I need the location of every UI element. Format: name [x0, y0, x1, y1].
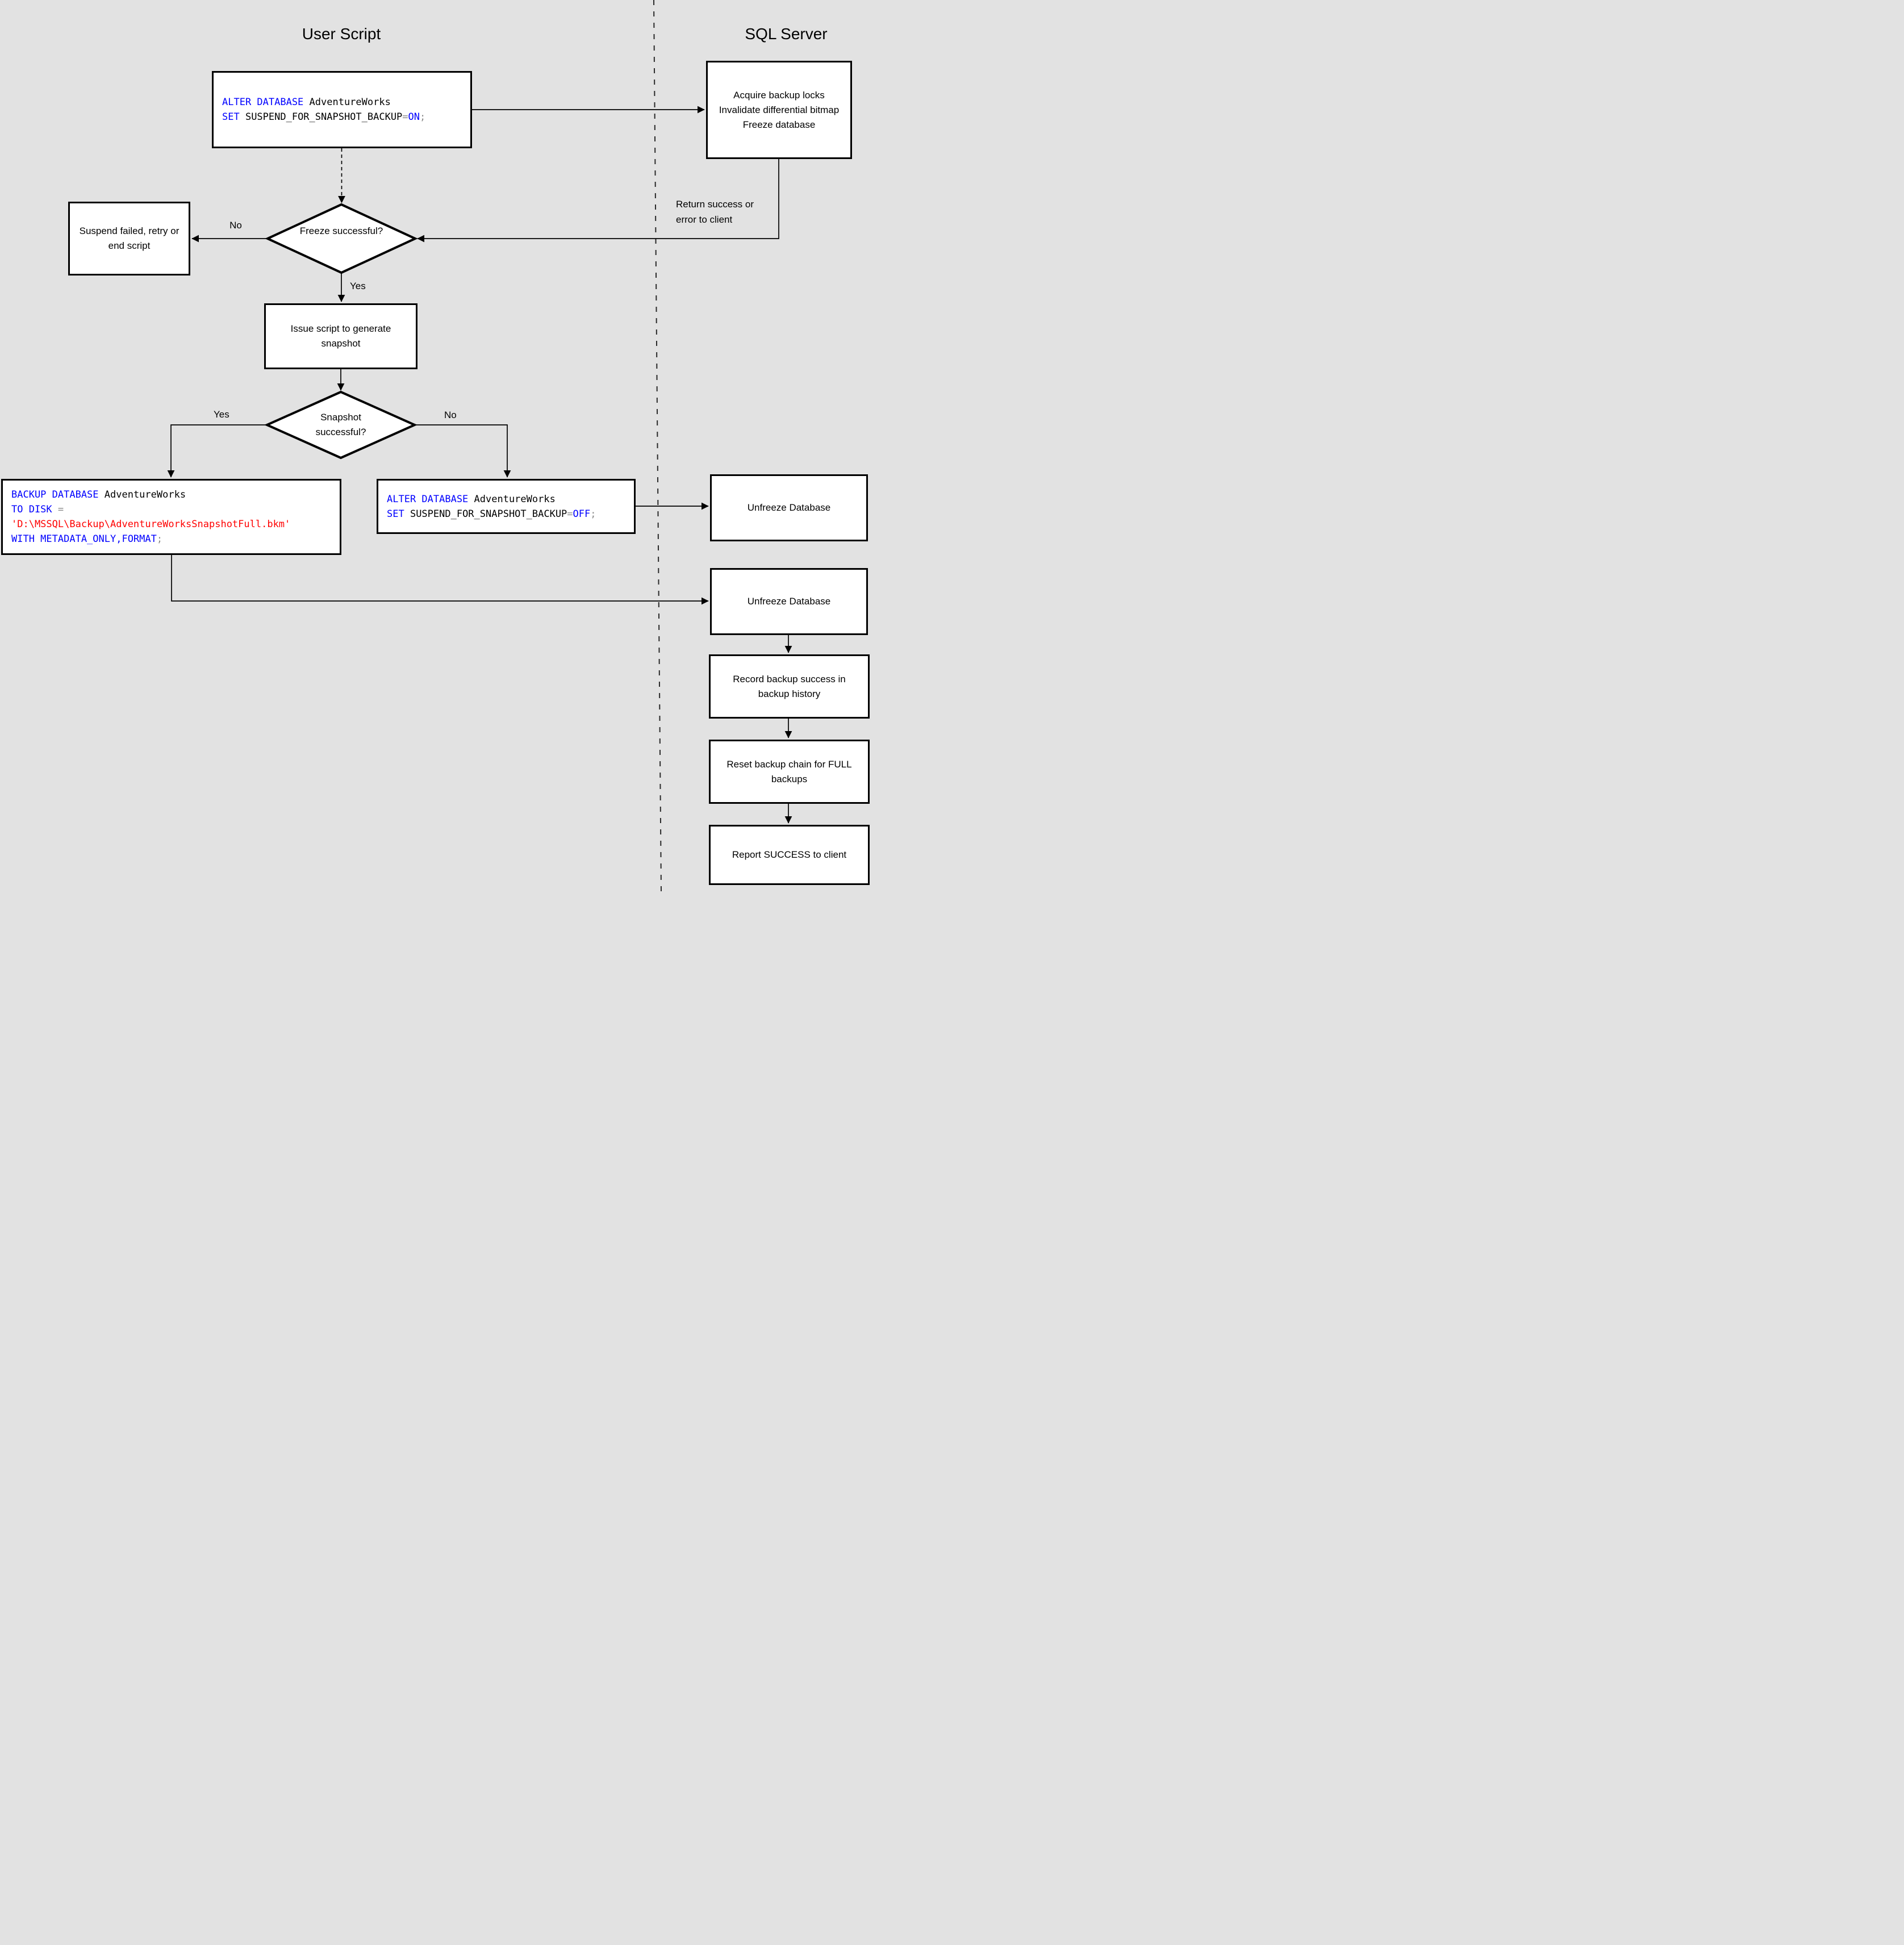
sql-line: 'D:\MSSQL\Backup\AdventureWorksSnapshotF…	[11, 519, 291, 530]
node-line: Unfreeze Database	[747, 596, 831, 607]
node-unfreeze-database-2: Unfreeze Database	[710, 568, 868, 635]
edge-snapshot-no-to-alter-off	[415, 424, 511, 478]
node-record-backup-success: Record backup success in backup history	[709, 654, 870, 719]
node-line: Acquire backup locks	[733, 89, 825, 101]
lane-divider-dashed-line	[653, 0, 662, 891]
node-line: Report SUCCESS to client	[732, 849, 847, 860]
sql-line: WITH METADATA_ONLY,FORMAT;	[11, 533, 163, 545]
sql-line: SET SUSPEND_FOR_SNAPSHOT_BACKUP=ON;	[222, 111, 426, 123]
node-reset-backup-chain: Reset backup chain for FULL backups	[709, 740, 870, 804]
node-line: Issue script to generate snapshot	[290, 323, 391, 349]
edge-label-line: error to client	[676, 214, 733, 225]
flowchart-canvas: User Script SQL Server ALTER DATABASE Ad…	[0, 0, 872, 891]
edge-label-freeze-yes: Yes	[350, 281, 366, 291]
edge-label-line: Return success or	[676, 199, 754, 210]
node-suspend-failed: Suspend failed, retry or end script	[68, 202, 190, 276]
freeze-decision-label: Freeze successful?	[299, 226, 383, 236]
node-line: Invalidate differential bitmap	[719, 104, 840, 115]
freeze-decision-diamond	[265, 203, 418, 274]
edge-label-freeze-no: No	[229, 220, 242, 231]
node-backup-database: BACKUP DATABASE AdventureWorks TO DISK =…	[1, 479, 341, 555]
node-acquire-backup-locks: Acquire backup locks Invalidate differen…	[706, 61, 852, 159]
edge-snapshot-yes-to-backup	[167, 424, 267, 478]
lane-title-sql-server: SQL Server	[745, 25, 828, 43]
snapshot-decision-diamond	[264, 390, 417, 460]
node-line: Record backup success in backup history	[733, 673, 846, 699]
lane-title-user-script: User Script	[302, 25, 381, 43]
node-alter-database-off: ALTER DATABASE AdventureWorks SET SUSPEN…	[377, 479, 636, 534]
edge-return-to-freeze-decision	[417, 159, 779, 243]
sql-line: BACKUP DATABASE AdventureWorks	[11, 489, 186, 500]
edge-label-snapshot-yes: Yes	[214, 409, 229, 420]
edge-backup-to-unfreeze-2	[171, 555, 709, 605]
node-issue-script: Issue script to generate snapshot	[264, 303, 417, 369]
sql-line: ALTER DATABASE AdventureWorks	[222, 97, 391, 108]
edge-label-return-success: Return success or error to client	[676, 197, 754, 227]
sql-line: ALTER DATABASE AdventureWorks	[387, 493, 556, 505]
snapshot-decision-label: Snapshot successful?	[315, 412, 366, 437]
node-report-success: Report SUCCESS to client	[709, 825, 870, 885]
node-alter-database-on: ALTER DATABASE AdventureWorks SET SUSPEN…	[212, 71, 472, 148]
node-line: Suspend failed, retry or end script	[79, 226, 179, 251]
node-line: Unfreeze Database	[747, 502, 831, 513]
flowchart-connectors	[167, 0, 792, 891]
node-unfreeze-database-1: Unfreeze Database	[710, 474, 868, 541]
node-line: Reset backup chain for FULL backups	[726, 758, 852, 784]
sql-line: SET SUSPEND_FOR_SNAPSHOT_BACKUP=OFF;	[387, 508, 596, 520]
edge-label-snapshot-no: No	[444, 410, 457, 420]
sql-line: TO DISK =	[11, 504, 64, 515]
node-line: Freeze database	[742, 119, 816, 130]
